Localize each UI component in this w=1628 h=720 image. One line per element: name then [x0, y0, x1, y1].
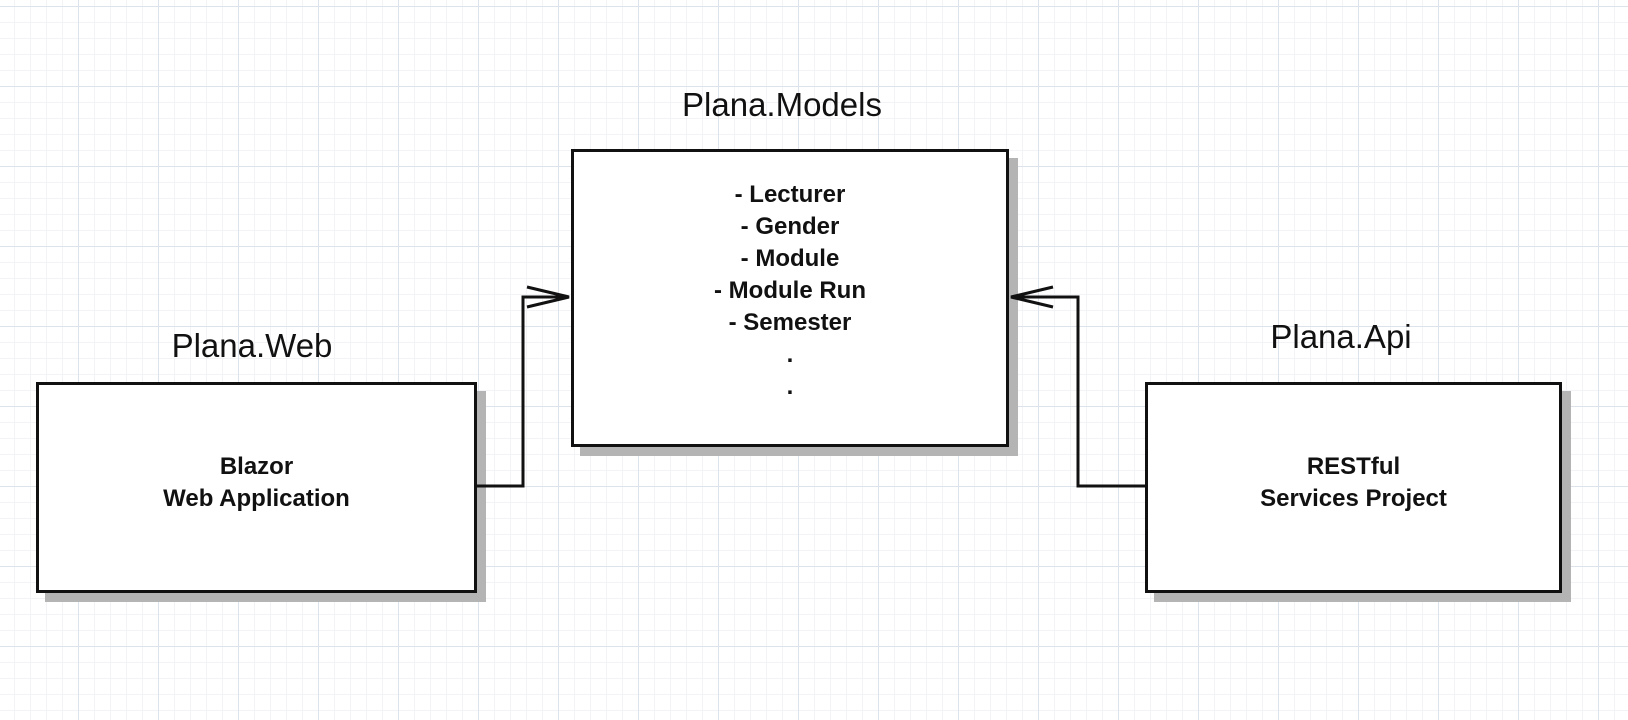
models-package-title: Plana.Models [682, 86, 882, 123]
model-item-ellipsis-2: . [786, 373, 794, 400]
api-to-models-arrowhead [1010, 285, 1054, 309]
web-to-models-dependency-line [477, 295, 569, 488]
web-package-line-2: Web Application [163, 484, 350, 512]
models-package-contents: - Lecturer - Gender - Module - Module Ru… [714, 179, 866, 403]
api-package-line-1: RESTful [1306, 452, 1401, 480]
api-package-title: Plana.Api [1270, 318, 1412, 355]
models-package-box[interactable]: - Lecturer - Gender - Module - Module Ru… [571, 149, 1009, 447]
api-package-line-2: Services Project [1260, 484, 1447, 512]
model-item-gender: - Gender [740, 213, 840, 240]
web-to-models-arrowhead [526, 285, 570, 309]
model-item-lecturer: - Lecturer [734, 181, 846, 208]
model-item-module-run: - Module Run [714, 277, 866, 304]
api-to-models-dependency-line [1011, 295, 1145, 488]
web-package-contents: Blazor Web Application [163, 451, 350, 515]
api-package-contents: RESTful Services Project [1260, 451, 1447, 515]
model-item-semester: - Semester [728, 309, 852, 336]
api-package-box[interactable]: RESTful Services Project [1145, 382, 1562, 593]
web-package-box[interactable]: Blazor Web Application [36, 382, 477, 593]
web-package-title: Plana.Web [171, 327, 333, 364]
model-item-ellipsis-1: . [786, 341, 794, 368]
web-package-line-1: Blazor [219, 452, 294, 480]
model-item-module: - Module [740, 245, 840, 272]
